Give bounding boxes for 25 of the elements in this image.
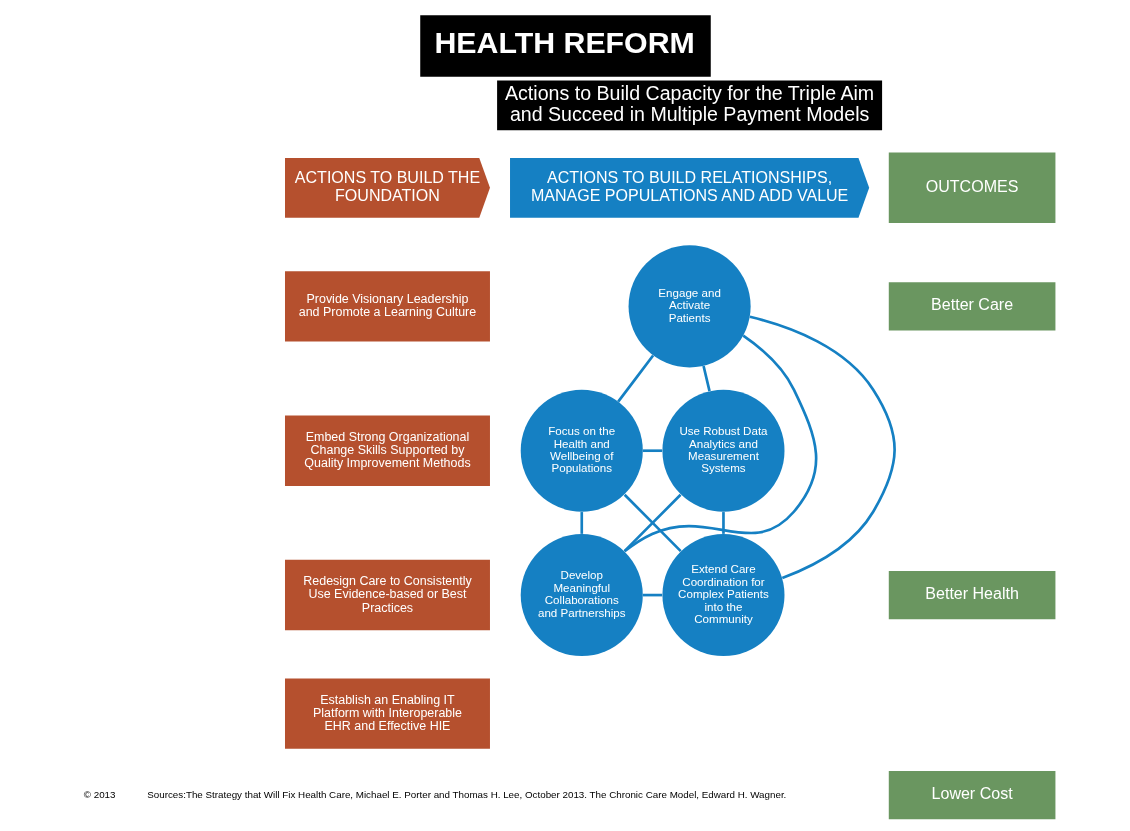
label: Actions to Build Capacity for the Triple Aim and Succeed in Multiple Payment Models [504,81,874,126]
node-circle: Use Robust Data Analytics and Measurement Systems [661,389,784,512]
node-circle: Develop Meaningful Collaborations and Partnerships [520,534,643,657]
node-box: Establish an Enabling IT Platform with Interoperable EHR and Effective HIE [284,678,490,749]
node-circle: Engage and Activate Patients [628,245,751,368]
node-box: Better Health [888,571,1055,620]
node-box: Lower Cost [888,771,1055,820]
connector [642,593,662,597]
label: © 2013 [83,788,115,800]
node-circle: Focus on the Health and Wellbeing of Populations [520,389,643,512]
connector [642,449,662,453]
connector [721,512,725,534]
connector [616,354,654,403]
node-box: Better Care [888,282,1055,331]
diagram-title: HEALTH REFORM [433,26,695,60]
node-box: Redesign Care to Consistently Use Evidence-based or Best Practices [284,559,490,631]
connector [579,512,583,534]
label: Sources:The Strategy that Will Fix Health Care, Michael E. Porter and Thomas H. Lee, October 2013. The Chronic Care Model, Edward H. Wagner. [146,788,786,800]
connector [623,334,817,553]
node-circle: Extend Care Coordination for Complex Patients into the Community [661,534,784,657]
node-box: Provide Visionary Leadership and Promote a Learning Culture [284,271,490,342]
connector [701,365,711,392]
connector [749,315,896,580]
node-box: Embed Strong Organizational Change Skills Supported by Quality Improvement Methods [284,415,490,486]
node-box: OUTCOMES [888,152,1055,223]
